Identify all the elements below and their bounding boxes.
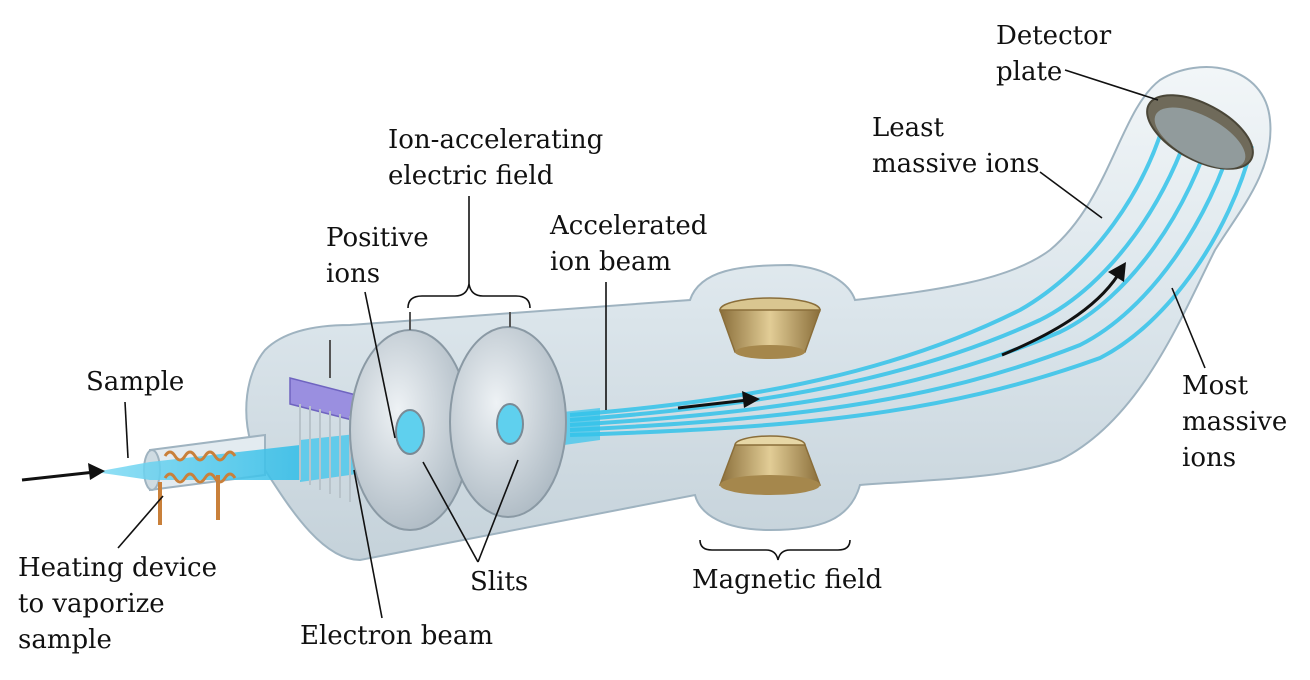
label-sample: Sample	[86, 367, 184, 397]
vacuum-tube	[143, 66, 1272, 562]
magnet-top	[718, 297, 822, 359]
brace-electric-field	[407, 283, 531, 309]
leader-most-massive	[1171, 287, 1206, 369]
leader-slit-1	[422, 461, 479, 563]
label-positive-ions: Positive ions	[326, 223, 437, 289]
arrow-up-right-icon	[1001, 262, 1126, 357]
electron-emitter	[289, 340, 361, 502]
detector-plate	[1146, 94, 1254, 170]
slit-2	[496, 403, 524, 445]
sample-vapor-beam	[95, 445, 300, 480]
label-least-massive-ions: Least massive ions	[872, 113, 1040, 179]
accelerating-plates	[349, 312, 567, 531]
arrow-right-icon	[677, 391, 760, 410]
leader-sample	[124, 401, 129, 459]
label-most-massive-ions: Most massive ions	[1182, 371, 1296, 473]
label-ion-accelerating-field: Ion-accelerating electric field	[388, 125, 612, 191]
leader-slit-2	[477, 459, 519, 563]
leader-electron	[353, 469, 383, 619]
heating-coil	[158, 450, 237, 525]
leader-positive-ions	[364, 291, 396, 439]
slit-1	[395, 409, 425, 455]
label-electron-beam: Electron beam	[300, 621, 493, 651]
label-detector-plate: Detector plate	[996, 21, 1119, 87]
leader-heating	[117, 495, 164, 549]
brace-magnetic-field	[699, 539, 851, 561]
label-magnetic-field: Magnetic field	[692, 565, 882, 595]
label-accelerated-ion-beam: Accelerated ion beam	[549, 211, 716, 277]
label-heating-device: Heating device to vaporize sample	[18, 553, 225, 655]
leader-detector	[1064, 69, 1159, 101]
leader-least-massive	[1039, 171, 1103, 219]
label-slits: Slits	[470, 567, 528, 597]
magnet-bottom	[718, 435, 822, 495]
arrow-right-icon	[21, 463, 105, 482]
